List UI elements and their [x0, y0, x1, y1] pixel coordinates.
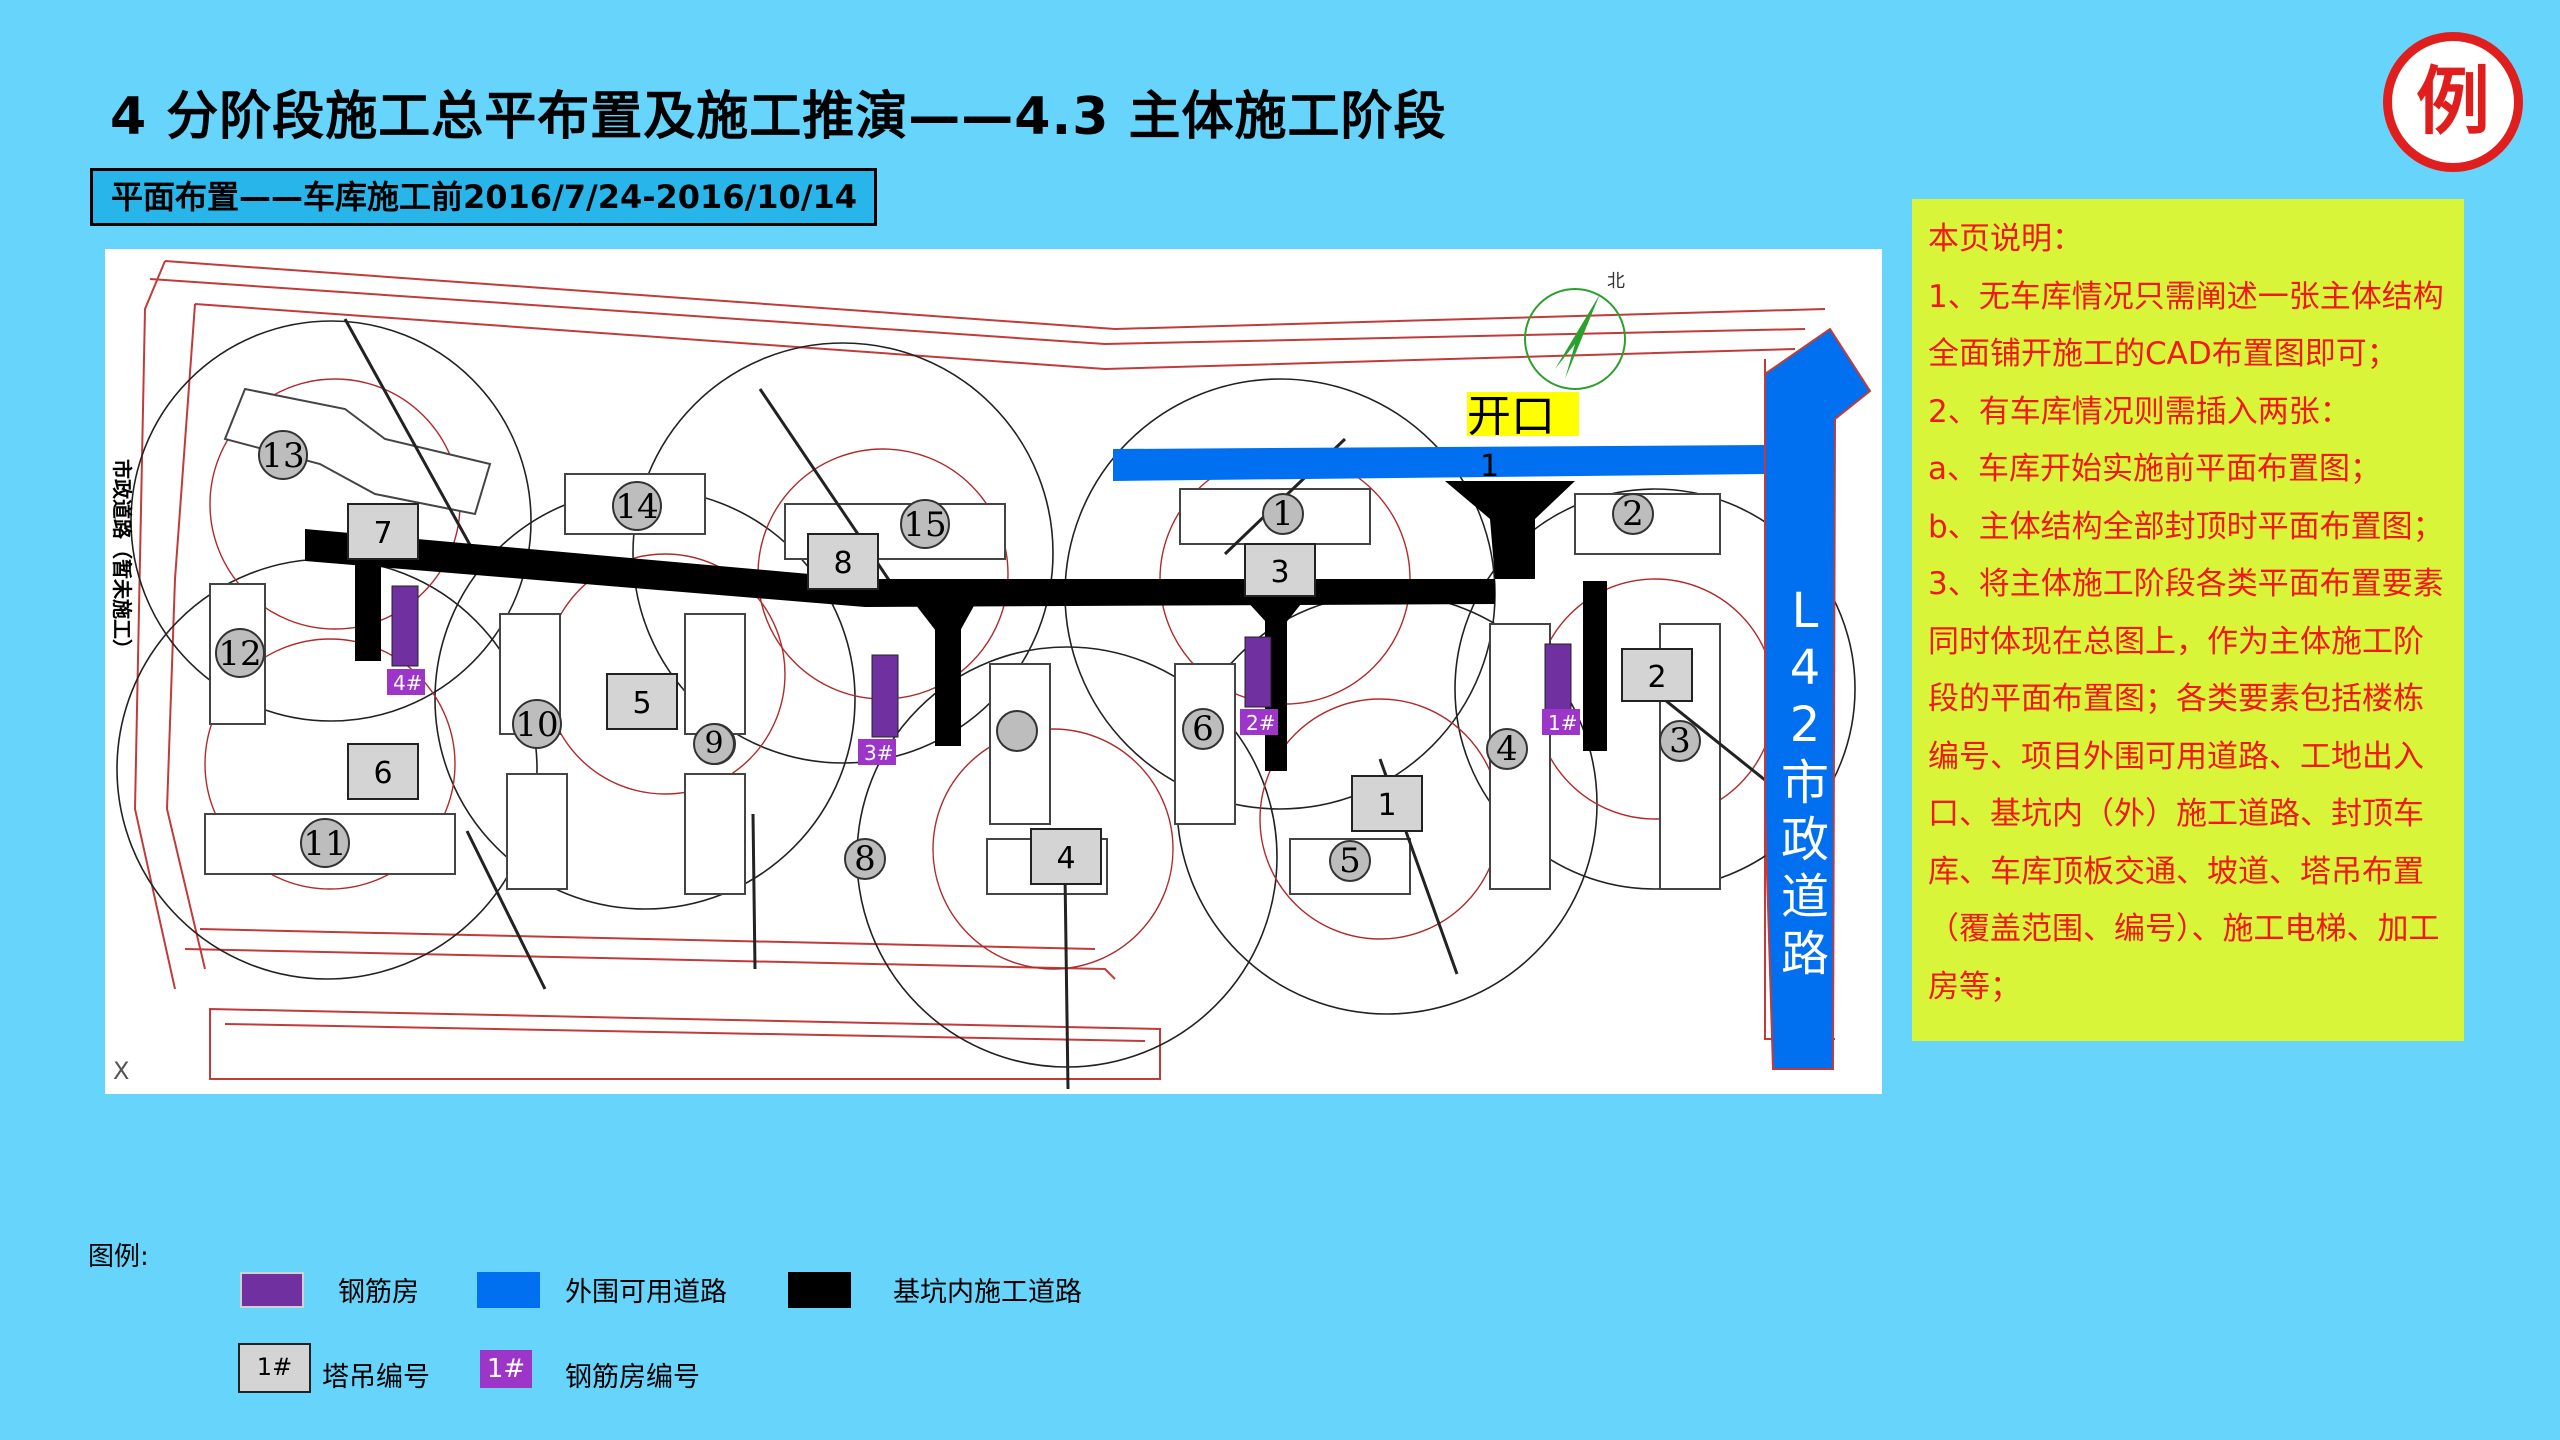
- outer-road-north: [1113, 445, 1765, 481]
- svg-text:市: 市: [1781, 755, 1829, 811]
- site-plan-svg: 4# 3# 2# 1# 7 8 3 2 5 6 4 1: [110, 260, 1872, 1090]
- notes-line-3: a、车库开始实施前平面布置图；: [1928, 451, 2381, 487]
- gate-label: 开口: [1467, 391, 1555, 442]
- crane-coverage-7: [130, 320, 532, 722]
- svg-text:2: 2: [1790, 697, 1821, 753]
- outer-road-l42: [1764, 327, 1872, 1070]
- building-number-labels: 13 14 15 1 2 12 10 7 9 6 4 3 11 8 5: [218, 436, 1690, 881]
- building-label-6: 6: [1192, 709, 1214, 749]
- rebar-shed-label-1: 1#: [1548, 711, 1577, 735]
- building-label-14: 14: [615, 487, 658, 527]
- building-label-4: 4: [1496, 729, 1518, 769]
- crane-number-labels: 7 8 3 2 5 6 4 1: [373, 516, 1666, 876]
- notes-heading: 本页说明：: [1928, 221, 2083, 257]
- notes-line-2: 2、有车库情况则需插入两张：: [1928, 393, 2351, 430]
- legend-label-rebar: 钢筋房: [338, 1277, 419, 1308]
- building-label-5: 5: [1339, 841, 1361, 881]
- building-label-12: 12: [218, 634, 261, 674]
- notes-line-1: 1、无车库情况只需阐述一张主体结构全面铺开施工的CAD布置图即可；: [1928, 278, 2444, 373]
- crane-coverage-6: [116, 558, 538, 980]
- building-9-number: 9: [693, 723, 735, 765]
- gate-label-bg: [1467, 392, 1579, 436]
- building-label-11: 11: [303, 824, 346, 864]
- crane-label-3: 3: [1270, 555, 1289, 590]
- crane-coverage-8: [632, 342, 1054, 764]
- gate-sub-label: 1: [1480, 449, 1499, 484]
- rebar-shed-label-3: 3#: [864, 741, 893, 765]
- rebar-sheds: [391, 585, 1572, 738]
- crane-label-6: 6: [373, 756, 392, 791]
- rebar-shed-1: [1544, 643, 1572, 715]
- building-label-2: 2: [1622, 494, 1644, 534]
- legend-title: 图例:: [88, 1242, 149, 1272]
- page-notes: 本页说明： 1、无车库情况只需阐述一张主体结构全面铺开施工的CAD布置图即可； …: [1912, 199, 2464, 1041]
- legend-swatch-pit-road: [788, 1272, 851, 1308]
- rebar-shed-labels: 4# 3# 2# 1#: [387, 669, 1580, 765]
- rebar-shed-4: [391, 585, 419, 667]
- page-title: 4 分阶段施工总平布置及施工推演——4.3 主体施工阶段: [110, 87, 1447, 147]
- crane-label-8: 8: [833, 546, 852, 581]
- building-9-label: 9: [704, 726, 724, 761]
- road-west-label: 市政道路（暂未施工）: [110, 459, 134, 659]
- stage-subtitle: 平面布置——车库施工前2016/7/24-2016/10/14: [90, 168, 877, 226]
- legend-swatch-rebar-number: 1#: [480, 1350, 532, 1388]
- notes-line-5: 3、将主体施工阶段各类平面布置要素同时体现在总图上，作为主体施工阶段的平面布置图…: [1928, 566, 2444, 1005]
- legend-label-crane-number: 塔吊编号: [322, 1362, 430, 1393]
- rebar-shed-label-2: 2#: [1246, 711, 1275, 735]
- crane-label-7: 7: [373, 516, 392, 551]
- svg-text:政: 政: [1781, 812, 1829, 868]
- rebar-shed-label-4: 4#: [393, 671, 422, 695]
- legend-crane-swatch-text: 1#: [256, 1353, 293, 1381]
- building-label-3: 3: [1669, 721, 1691, 761]
- notes-line-4: b、主体结构全部封顶时平面布置图；: [1928, 508, 2444, 545]
- crane-label-1: 1: [1377, 788, 1396, 823]
- corner-mark: X: [113, 1057, 129, 1085]
- legend-swatch-crane-number: 1#: [238, 1343, 311, 1393]
- legend-swatch-outer-road: [477, 1272, 540, 1308]
- crane-label-5: 5: [632, 686, 651, 721]
- legend-rebar-swatch-text: 1#: [486, 1354, 526, 1384]
- legend-label-pit-road: 基坑内施工道路: [893, 1277, 1082, 1308]
- building-label-8: 8: [854, 839, 876, 879]
- crane-label-2: 2: [1647, 660, 1666, 695]
- svg-text:道: 道: [1781, 869, 1829, 925]
- example-badge: 例: [2383, 32, 2523, 172]
- building-label-1: 1: [1272, 494, 1294, 534]
- site-plan-drawing: 4# 3# 2# 1# 7 8 3 2 5 6 4 1: [105, 249, 1882, 1094]
- legend-label-rebar-number: 钢筋房编号: [565, 1362, 700, 1393]
- crane-label-4: 4: [1056, 841, 1075, 876]
- road-east-label: L 4 2 市 政 道 路: [1781, 583, 1829, 982]
- crane-number-boxes: [347, 503, 1693, 885]
- svg-text:4: 4: [1790, 640, 1821, 696]
- building-number-circles: [215, 430, 1701, 882]
- north-label: 北: [1607, 271, 1625, 292]
- pit-construction-road: [305, 481, 1607, 771]
- building-label-15: 15: [903, 505, 946, 545]
- svg-text:L: L: [1792, 583, 1819, 639]
- rebar-shed-2: [1244, 636, 1272, 708]
- legend-label-outer-road: 外围可用道路: [565, 1277, 727, 1308]
- crane-coverage-2: [1454, 488, 1856, 890]
- rebar-shed-3: [871, 654, 899, 738]
- building-label-10: 10: [515, 705, 558, 745]
- legend-swatch-rebar: [240, 1272, 304, 1308]
- north-arrow: 北: [1524, 271, 1626, 390]
- svg-text:路: 路: [1781, 926, 1829, 982]
- building-label-13: 13: [261, 436, 304, 476]
